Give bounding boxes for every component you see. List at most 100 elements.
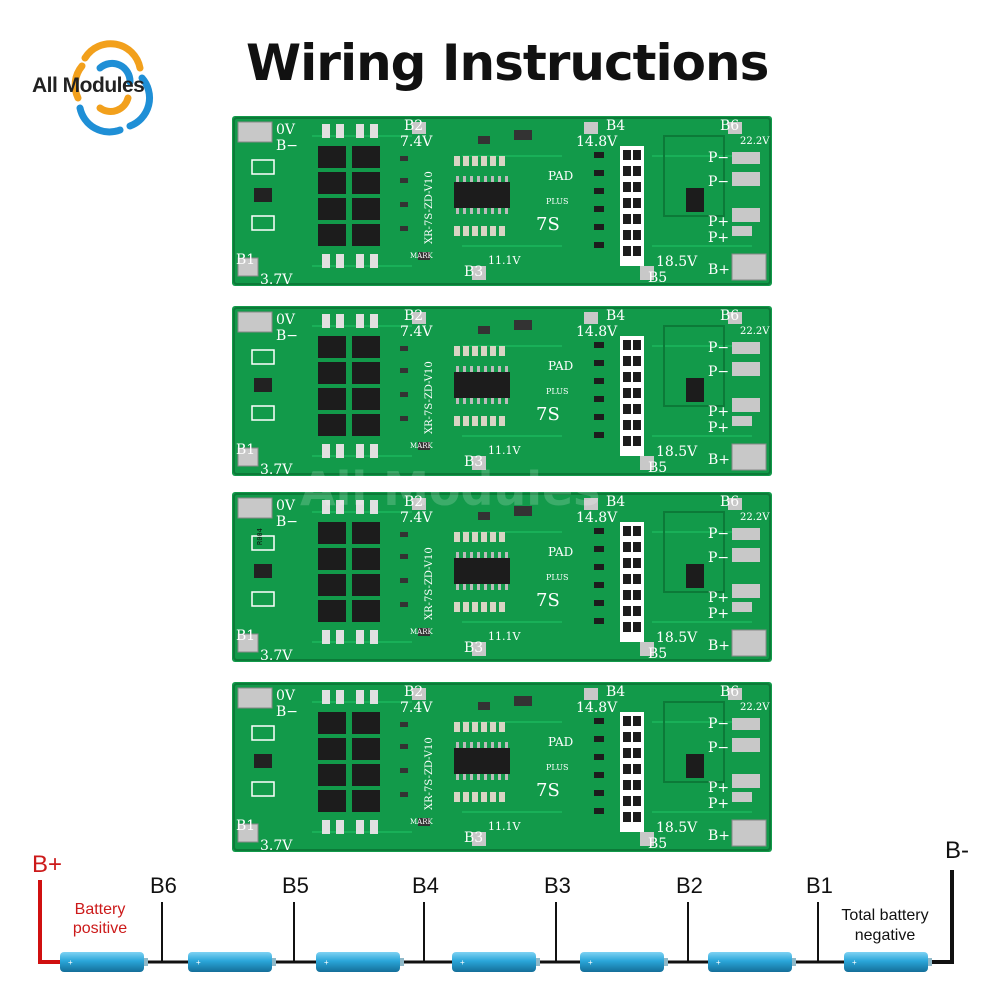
tap-label-b5: B5 <box>282 873 309 898</box>
tap-label-b2: B2 <box>676 873 703 898</box>
pad-silkscreen: PAD <box>548 359 573 373</box>
p-plus-label: P+ <box>708 780 729 796</box>
pad-b1-label: B1 <box>236 442 255 458</box>
pad-b-minus-label: B− <box>276 704 298 720</box>
cells-silkscreen: 7S <box>536 780 560 801</box>
svg-text:+: + <box>716 958 721 967</box>
mark-silkscreen: MARK <box>410 252 433 260</box>
pad-silkscreen: PAD <box>548 169 573 183</box>
battery-cell-icon: + <box>60 952 148 972</box>
pad-b-minus-label: B− <box>276 328 298 344</box>
model-silkscreen: XR-7S-ZD-V10 <box>424 737 435 810</box>
p-minus-label: P− <box>708 526 729 542</box>
negative-lead <box>928 870 954 964</box>
pad-b-plus-label: B+ <box>708 828 730 844</box>
p-plus-label: P+ <box>708 214 729 230</box>
pad-0v-label: 0V <box>276 312 296 328</box>
v222-label: 22.2V <box>740 512 770 523</box>
pad-b4-label: B4 <box>606 308 625 324</box>
v148-label: 14.8V <box>576 134 618 150</box>
p-minus-label: P− <box>708 550 729 566</box>
model-silkscreen: XR-7S-ZD-V10 <box>424 547 435 620</box>
p-plus-label: P+ <box>708 796 729 812</box>
plus-silkscreen: PLUS <box>546 197 568 206</box>
pad-silkscreen: PAD <box>548 735 573 749</box>
p-plus-label: P+ <box>708 606 729 622</box>
pad-0v-label: 0V <box>276 122 296 138</box>
pad-b-plus-label: B+ <box>708 638 730 654</box>
battery-positive-line2: positive <box>73 920 127 937</box>
p-plus-label: P+ <box>708 404 729 420</box>
v111-label: 11.1V <box>488 444 521 457</box>
v185-label: 18.5V <box>656 630 698 646</box>
svg-text:+: + <box>68 958 73 967</box>
v222-label: 22.2V <box>740 136 770 147</box>
v37-label: 3.7V <box>260 272 293 288</box>
svg-text:+: + <box>324 958 329 967</box>
p-minus-label: P− <box>708 340 729 356</box>
pad-b2-label: B2 <box>404 308 423 324</box>
pad-b5-label: B5 <box>648 646 667 662</box>
cells-silkscreen: 7S <box>536 404 560 425</box>
battery-cell-icon: + <box>316 952 404 972</box>
v111-label: 11.1V <box>488 820 521 833</box>
pad-b4-label: B4 <box>606 684 625 700</box>
v148-label: 14.8V <box>576 510 618 526</box>
resistor-label: R004 <box>256 528 264 545</box>
svg-text:+: + <box>852 958 857 967</box>
v111-label: 11.1V <box>488 630 521 643</box>
v37-label: 3.7V <box>260 462 293 478</box>
v37-label: 3.7V <box>260 648 293 664</box>
pad-b3-label: B3 <box>464 640 483 656</box>
p-minus-label: P− <box>708 174 729 190</box>
pad-b6-label: B6 <box>720 118 739 134</box>
v185-label: 18.5V <box>656 444 698 460</box>
pad-b4-label: B4 <box>606 118 625 134</box>
svg-text:+: + <box>196 958 201 967</box>
b-plus-label: B+ <box>32 851 62 878</box>
plus-silkscreen: PLUS <box>546 387 568 396</box>
battery-cells: +++++++ <box>60 952 932 972</box>
battery-cell-icon: + <box>708 952 796 972</box>
total-negative-line2: negative <box>855 927 916 944</box>
mark-silkscreen: MARK <box>410 628 433 636</box>
pad-b1-label: B1 <box>236 252 255 268</box>
pad-b2-label: B2 <box>404 494 423 510</box>
v74-label: 7.4V <box>400 134 433 150</box>
pad-b3-label: B3 <box>464 264 483 280</box>
model-silkscreen: XR-7S-ZD-V10 <box>424 171 435 244</box>
pad-0v-label: 0V <box>276 498 296 514</box>
svg-text:+: + <box>588 958 593 967</box>
p-minus-label: P− <box>708 740 729 756</box>
pad-b-minus-label: B− <box>276 138 298 154</box>
watermark: All Modules <box>300 462 601 516</box>
positive-lead <box>38 880 62 964</box>
pad-b6-label: B6 <box>720 308 739 324</box>
v148-label: 14.8V <box>576 700 618 716</box>
pad-b5-label: B5 <box>648 270 667 286</box>
pad-b5-label: B5 <box>648 836 667 852</box>
page-title: Wiring Instructions <box>246 34 769 92</box>
plus-silkscreen: PLUS <box>546 573 568 582</box>
pad-b2-label: B2 <box>404 684 423 700</box>
pad-silkscreen: PAD <box>548 545 573 559</box>
plus-silkscreen: PLUS <box>546 763 568 772</box>
v148-label: 14.8V <box>576 324 618 340</box>
pad-b6-label: B6 <box>720 684 739 700</box>
tap-label-b6: B6 <box>150 873 177 898</box>
p-plus-label: P+ <box>708 230 729 246</box>
pad-b6-label: B6 <box>720 494 739 510</box>
cells-silkscreen: 7S <box>536 590 560 611</box>
pad-b3-label: B3 <box>464 454 483 470</box>
battery-cell-icon: + <box>580 952 668 972</box>
battery-cell-icon: + <box>188 952 276 972</box>
p-minus-label: P− <box>708 150 729 166</box>
battery-cell-icon: + <box>844 952 932 972</box>
all-modules-logo-icon <box>71 40 154 136</box>
pad-b3-label: B3 <box>464 830 483 846</box>
v111-label: 11.1V <box>488 254 521 267</box>
